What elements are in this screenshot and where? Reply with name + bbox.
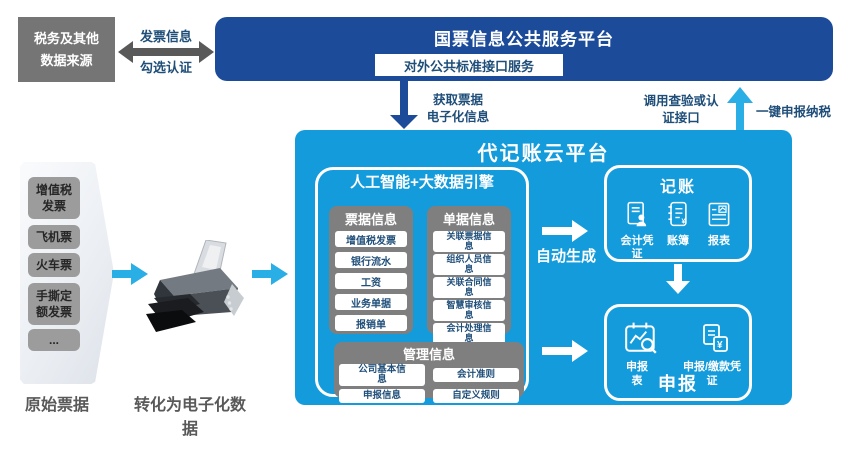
mgmt-item-label: 会计准则 — [456, 369, 495, 380]
declaration-form-label: 申报表 — [611, 361, 663, 389]
bill-item: 增值税发票 — [335, 231, 407, 247]
doc-info-panel: 单据信息 关联票据信息 组织人员信息 关联合同信息 智慧审核信息 会计处理信息 — [427, 206, 511, 344]
original-bills-stack: 增值税发票 飞机票 火车票 手撕定额发票 ... — [20, 162, 114, 384]
voucher-item: 会计凭证 — [617, 200, 657, 261]
cloud-bookkeeping-platform: 代记账云平台 人工智能+大数据引擎 票据信息 增值税发票 银行流水 工资 业务单… — [295, 130, 792, 405]
mgmt-to-declare-arrow-icon — [542, 340, 588, 367]
bookkeeping-title: 记账 — [659, 179, 696, 196]
mgmt-item: 会计准则 — [433, 368, 519, 382]
check-auth-label: 勾选认证 — [139, 60, 192, 75]
bill-item: 报销单 — [335, 315, 407, 331]
banner-title: 国票信息公共服务平台 — [434, 30, 614, 49]
bill-item: 业务单据 — [335, 294, 407, 310]
declaration-form-icon — [623, 320, 659, 361]
payment-voucher-label: 申报/缴款凭证 — [671, 361, 753, 389]
svg-text:¥: ¥ — [717, 340, 723, 351]
ledger-icon: ¥ — [668, 201, 687, 227]
verify-up-arrow-icon — [727, 87, 753, 136]
doc-item-label: 智慧审核信息 — [446, 300, 492, 320]
national-invoice-platform-banner: 国票信息公共服务平台 对外公共标准接口服务 — [215, 17, 833, 81]
ledger-label: 账簿 — [658, 235, 698, 248]
doc-item-label: 关联合同信息 — [446, 277, 492, 297]
mgmt-item-label: 公司基本信息 — [358, 364, 406, 385]
public-interface-box: 对外公共标准接口服务 — [375, 54, 563, 76]
stack-to-scanner-arrow-icon — [112, 262, 148, 291]
mgmt-info-panel: 管理信息 公司基本信息 会计准则 申报信息 自定义规则 — [334, 342, 524, 403]
report-label: 报表 — [699, 235, 739, 248]
payment-voucher-icon: ¥ — [700, 323, 732, 360]
doc-item-label: 组织人员信息 — [446, 254, 492, 274]
doc-item: 组织人员信息 — [433, 254, 505, 275]
declaration-title: 申报 — [658, 374, 698, 394]
bill-item: 工资 — [335, 273, 407, 289]
auto-generate-arrow-icon — [542, 220, 588, 247]
doc-item: 会计处理信息 — [433, 323, 505, 344]
bookkeeping-box: 记账 会计凭证 — [604, 165, 752, 262]
original-bills-caption: 原始票据 — [25, 397, 90, 414]
verify-interface-label: 调用查验或认 证接口 — [643, 94, 719, 125]
ledger-item: ¥ 账簿 — [658, 200, 698, 261]
bill-type-item: 增值税发票 — [28, 177, 80, 219]
doc-panel-title: 单据信息 — [442, 212, 495, 227]
payment-voucher-label-text: 申报/缴款凭证 — [682, 361, 742, 387]
report-label-text: 报表 — [708, 235, 730, 247]
bill-panel-title: 票据信息 — [344, 212, 397, 227]
fetch-eticket-label: 获取票据 电子化信息 — [426, 93, 490, 124]
ledger-label-text: 账簿 — [667, 235, 689, 247]
voucher-label-text: 会计凭证 — [620, 235, 654, 261]
scanner-image — [146, 239, 252, 343]
declaration-box: ¥ 申报表 申报/缴款凭证 申报 — [604, 304, 752, 401]
svg-text:¥: ¥ — [682, 219, 686, 226]
report-icon — [708, 202, 730, 227]
mgmt-item-label: 自定义规则 — [452, 390, 500, 401]
invoice-info-label: 发票信息 — [139, 29, 192, 44]
auto-generate-label: 自动生成 — [535, 248, 596, 265]
bill-type-item: 飞机票 — [28, 225, 80, 249]
doc-item-label: 会计处理信息 — [446, 323, 492, 343]
scanner-to-platform-arrow-icon — [252, 262, 288, 291]
mgmt-item: 公司基本信息 — [339, 364, 425, 386]
fetch-down-arrow-icon — [390, 81, 418, 134]
bill-info-panel: 票据信息 增值税发票 银行流水 工资 业务单据 报销单 — [329, 206, 413, 334]
mgmt-item: 申报信息 — [339, 389, 425, 403]
book-to-declare-arrow-icon — [666, 264, 690, 299]
voucher-label: 会计凭证 — [617, 235, 657, 261]
convert-electronic-caption: 转化为电子化数据 — [133, 397, 246, 438]
bill-type-item: 火车票 — [28, 253, 80, 277]
ai-bigdata-engine-box: 人工智能+大数据引擎 票据信息 增值税发票 银行流水 工资 业务单据 报销单 单… — [315, 167, 529, 403]
mgmt-item-label: 申报信息 — [362, 390, 401, 401]
doc-item: 智慧审核信息 — [433, 300, 505, 321]
mgmt-panel-title: 管理信息 — [402, 347, 455, 362]
doc-item: 关联合同信息 — [433, 277, 505, 298]
bill-type-item: 手撕定额发票 — [28, 283, 80, 325]
tax-source-box: 税务及其他 数据来源 — [18, 17, 115, 82]
platform-title: 代记账云平台 — [477, 143, 610, 165]
declaration-form-label-text: 申报表 — [626, 361, 648, 387]
one-key-tax-label: 一键申报纳税 — [756, 105, 832, 119]
mgmt-item: 自定义规则 — [433, 389, 519, 403]
doc-item: 关联票据信息 — [433, 231, 505, 252]
report-item: 报表 — [699, 200, 739, 261]
bill-type-item: ... — [28, 329, 80, 351]
voucher-icon — [627, 201, 647, 227]
doc-item-label: 关联票据信息 — [446, 231, 492, 251]
bill-item: 银行流水 — [335, 252, 407, 268]
engine-title: 人工智能+大数据引擎 — [350, 174, 494, 191]
double-arrow-icon — [118, 41, 214, 68]
